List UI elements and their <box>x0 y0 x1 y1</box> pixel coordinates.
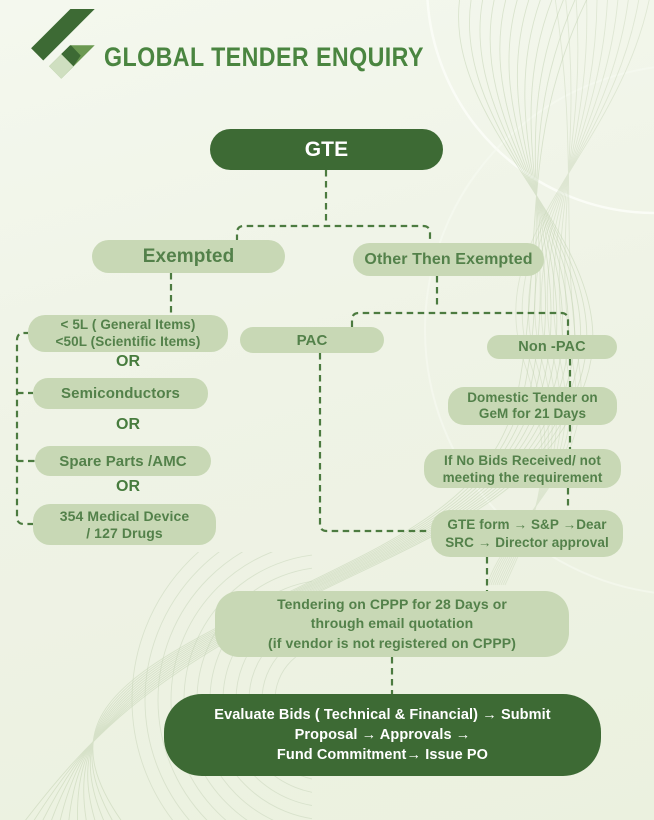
connector-pac-gteform <box>318 353 430 533</box>
node-spare-parts: Spare Parts /AMC <box>35 446 211 476</box>
node-tendering: Tendering on CPPP for 28 Days or through… <box>215 591 569 657</box>
node-domestic-tender: Domestic Tender on GeM for 21 Days <box>448 387 617 425</box>
or-label-2: OR <box>116 416 140 433</box>
node-gte: GTE <box>210 129 443 170</box>
node-evaluate: Evaluate Bids ( Technical & Financial) →… <box>164 694 601 776</box>
node-medical: 354 Medical Device / 127 Drugs <box>33 504 216 545</box>
logo-icon <box>31 9 95 79</box>
connector-split-pac <box>350 311 570 335</box>
node-no-bids: If No Bids Received/ not meeting the req… <box>424 449 621 488</box>
node-gte-form: GTE form → S&P →Dear SRC → Director appr… <box>431 510 623 557</box>
node-threshold: < 5L ( General Items) <50L (Scientific I… <box>28 315 228 352</box>
node-semiconductors: Semiconductors <box>33 378 208 409</box>
or-label-1: OR <box>116 353 140 370</box>
node-non-pac: Non -PAC <box>487 335 617 359</box>
connector-left-bracket <box>15 331 33 526</box>
page-title: GLOBAL TENDER ENQUIRY <box>104 42 424 72</box>
node-exempted: Exempted <box>92 240 285 273</box>
or-label-3: OR <box>116 478 140 495</box>
node-pac: PAC <box>240 327 384 353</box>
node-other-than-exempted: Other Then Exempted <box>353 243 544 276</box>
